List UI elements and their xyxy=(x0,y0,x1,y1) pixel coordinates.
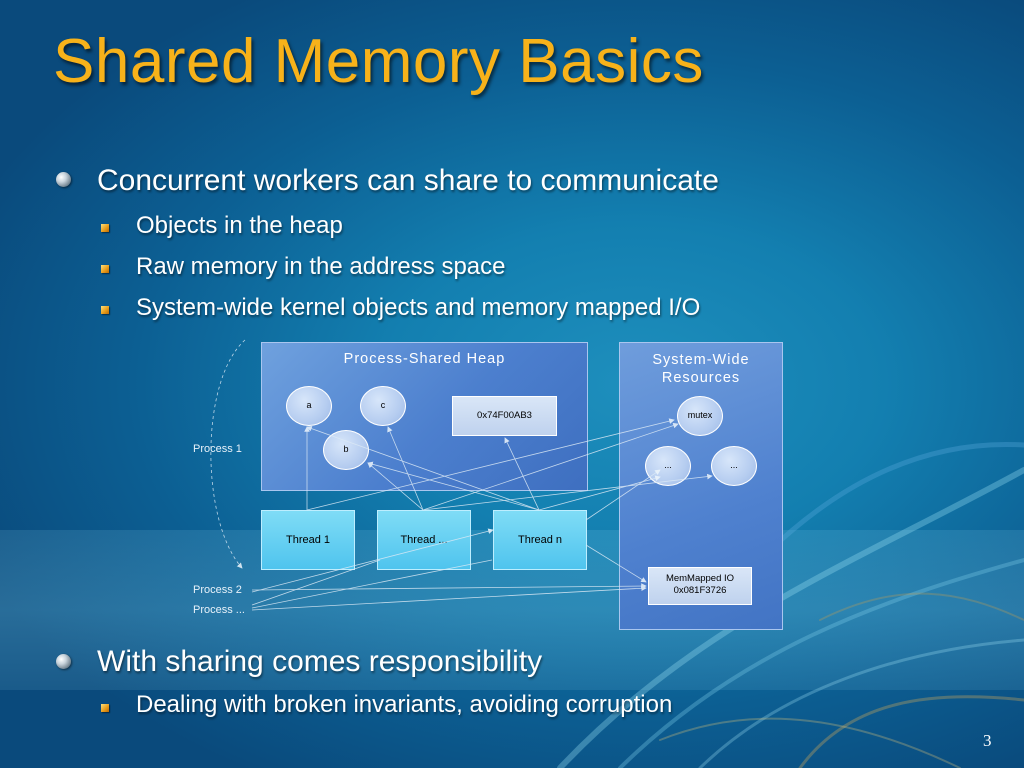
process-1-label: Process 1 xyxy=(193,443,242,455)
bullet-icon xyxy=(56,172,71,187)
process-more-label: Process ... xyxy=(193,604,245,616)
sub-bullet-icon xyxy=(101,224,109,232)
thread-n-box: Thread n xyxy=(493,510,587,570)
mutex-object: mutex xyxy=(677,396,723,436)
sub-bullet-1-2: Raw memory in the address space xyxy=(136,253,506,280)
sub-bullet-icon xyxy=(101,704,109,712)
page-number: 3 xyxy=(983,731,992,750)
heap-object-a: a xyxy=(286,386,332,426)
bullet-icon xyxy=(56,654,71,669)
sub-bullet-1-3: System-wide kernel objects and memory ma… xyxy=(136,294,701,321)
system-title-line1: System-Wide xyxy=(652,352,750,368)
sub-bullet-icon xyxy=(101,306,109,314)
process-2-label: Process 2 xyxy=(193,584,242,596)
bullet-1: Concurrent workers can share to communic… xyxy=(97,164,719,197)
sub-bullet-1-1: Objects in the heap xyxy=(136,212,343,239)
heap-title: Process-Shared Heap xyxy=(343,351,506,367)
slide-title: Shared Memory Basics xyxy=(53,27,704,96)
system-title: System-Wide Resources xyxy=(620,351,782,387)
memmapped-io-box: MemMapped IO 0x081F3726 xyxy=(648,567,752,605)
thread-1-box: Thread 1 xyxy=(261,510,355,570)
mmio-label: MemMapped IO xyxy=(665,573,735,584)
system-object: ... xyxy=(711,446,757,486)
system-title-line2: Resources xyxy=(661,370,741,386)
sub-bullet-2-1: Dealing with broken invariants, avoiding… xyxy=(136,691,673,718)
mmio-address: 0x081F3726 xyxy=(673,585,727,596)
bullet-2: With sharing comes responsibility xyxy=(97,645,543,678)
sub-bullet-icon xyxy=(101,265,109,273)
heap-object-c: c xyxy=(360,386,406,426)
heap-object-b: b xyxy=(323,430,369,470)
heap-address: 0x74F00AB3 xyxy=(452,396,557,436)
